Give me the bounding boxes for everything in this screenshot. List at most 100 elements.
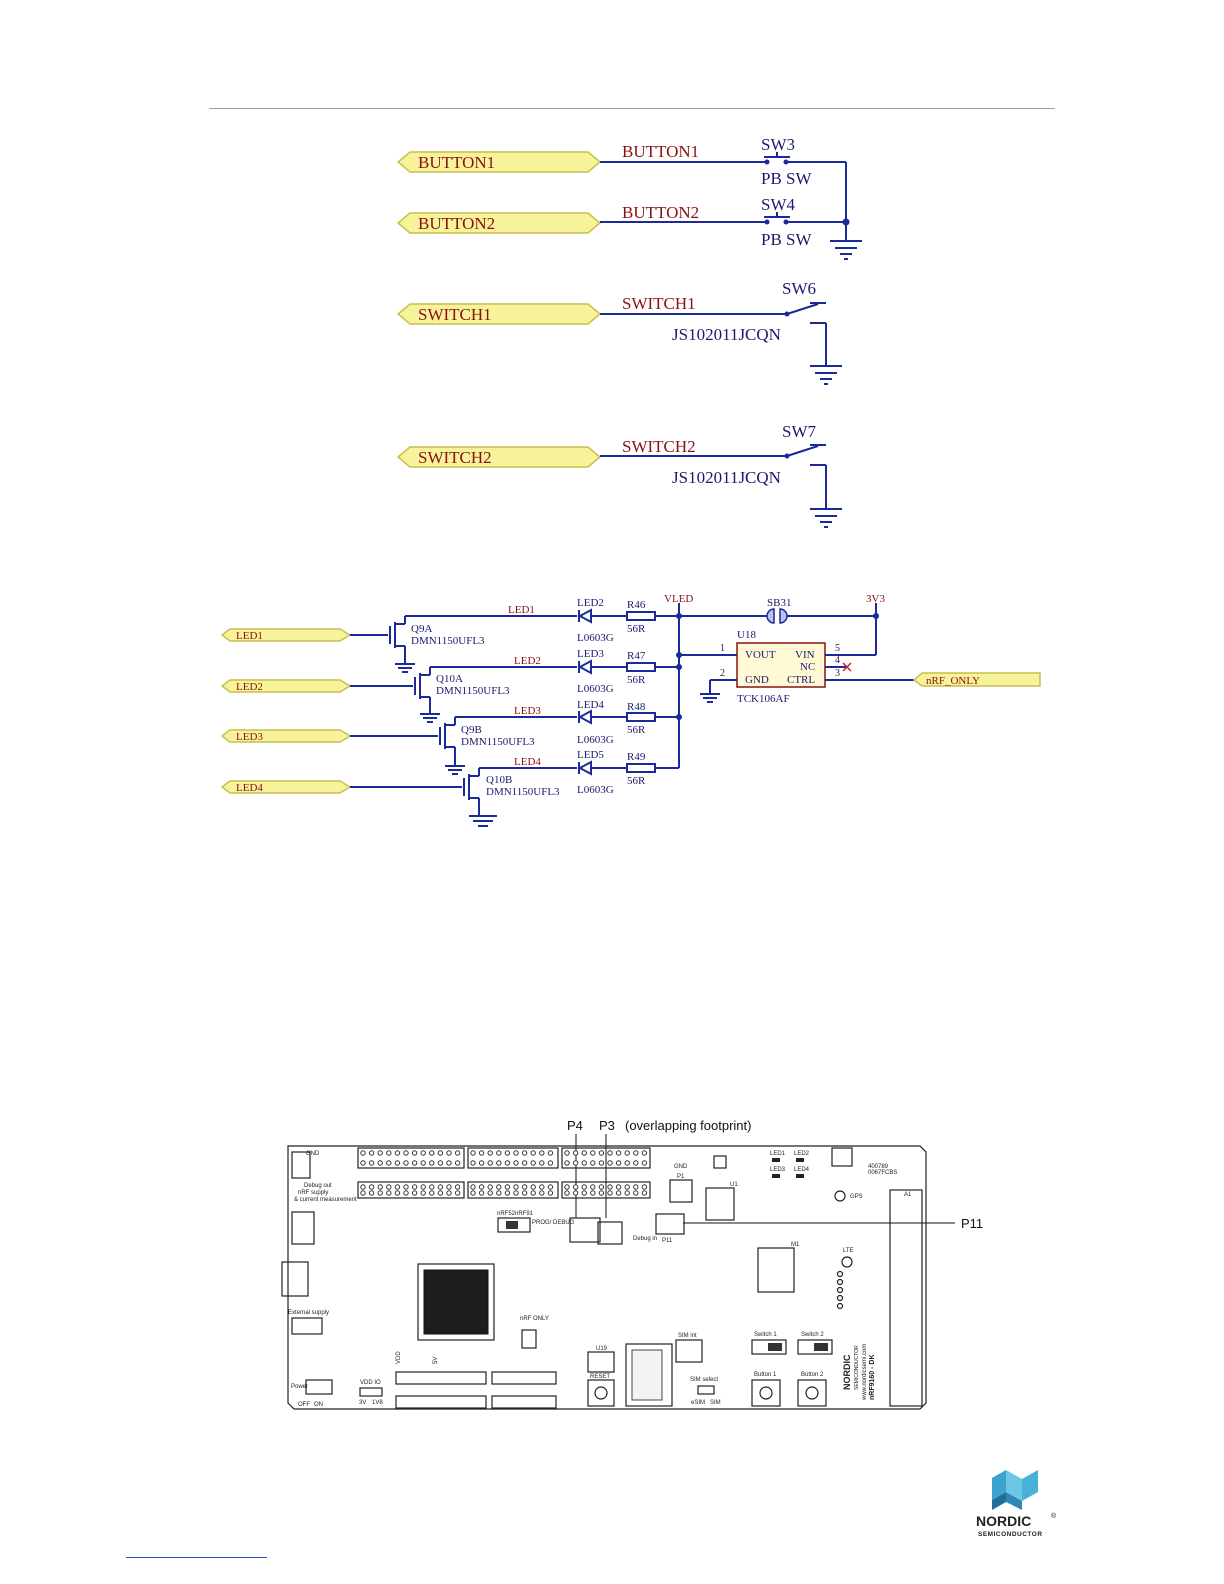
board-switch2-slider[interactable] [797,1339,833,1355]
debug-out-connector [291,1151,311,1179]
header-pin [530,1184,536,1190]
header-pin [572,1190,579,1196]
header-pin [624,1190,630,1196]
board-nrf-supply: nRF supply [298,1190,328,1196]
board-gps: GPS [850,1194,863,1200]
u18-pin-vout: VOUT [745,649,776,661]
led2-diode [577,608,627,624]
header-pin [360,1160,366,1166]
led3-ref: LED3 [577,648,604,660]
board-sim-int: SIM int [678,1333,697,1339]
header-pin [420,1190,426,1196]
board-a1: A1 [904,1192,912,1198]
board-vdd: VDD [396,1351,402,1364]
power-switch[interactable] [305,1379,333,1395]
bottom-header-left-2 [395,1395,487,1409]
header-pin [530,1190,536,1196]
external-supply-connector [291,1317,323,1335]
sim-select-switch[interactable] [697,1385,715,1395]
board-gnd-top: GND [306,1151,320,1157]
r49-ref: R49 [627,751,646,763]
board-5v: 5V [433,1357,439,1364]
chip-footprint [417,1263,495,1341]
header-pin [420,1150,426,1156]
header-pin [470,1184,476,1190]
header-pin [446,1190,452,1196]
q10b-ref: Q10B [486,774,512,786]
header-pin [386,1150,392,1156]
header-pins [360,1150,648,1196]
header-pin [446,1150,452,1156]
usb-connector [281,1261,309,1297]
header-pin [633,1160,639,1166]
callout-p3: P3 [599,1118,615,1133]
board-button1-key[interactable] [751,1379,781,1407]
q9b-mosfet [439,717,456,766]
led-indicator [772,1174,780,1178]
board-switch1-slider[interactable] [751,1339,787,1355]
reset-button[interactable] [587,1379,615,1407]
header-pin [368,1160,375,1166]
led2-ref: LED2 [577,597,604,609]
led2-value: L0603G [577,632,614,644]
sw4-ref: SW4 [761,195,796,214]
header-pin [564,1184,570,1190]
header-pin [504,1184,511,1190]
header-pin [598,1184,605,1190]
led4-diode [577,709,627,725]
port-led2 [220,679,352,693]
header-pin [368,1184,375,1190]
port-led3-label: LED3 [236,731,263,743]
ground-symbol [469,815,497,827]
r48-ref: R48 [627,701,646,713]
board-u19: U19 [596,1346,608,1352]
nrf-only-switch[interactable] [521,1329,537,1349]
port-switch1 [396,303,602,325]
sw7-switch [784,444,827,508]
u18-pin-gnd: GND [745,674,769,686]
board-3v: 3V [359,1400,366,1406]
header-pin [598,1160,605,1166]
header-pin [437,1184,444,1190]
port-button1-label: BUTTON1 [418,153,495,172]
led-indicator [796,1158,804,1162]
test-pad [713,1155,727,1169]
led-indicator [796,1174,804,1178]
header-pin [539,1150,545,1156]
header-pin [504,1150,511,1156]
sw3-value: PB SW [761,169,812,188]
port-button2 [396,212,602,234]
header-pin [581,1184,587,1190]
board-button2-key[interactable] [797,1379,827,1407]
header-pin [521,1160,528,1166]
led3-value: L0603G [577,683,614,695]
q10a-ref: Q10A [436,673,463,685]
board-model: nRF9160 - DK [869,1354,876,1400]
callout-p11: P11 [961,1216,983,1231]
u18-pin2-num: 2 [720,668,725,679]
header-pin [530,1150,536,1156]
q10b-value: DMN1150UFL3 [486,786,560,798]
net-led4-label: LED4 [514,756,541,768]
header-pin [521,1184,528,1190]
bottom-header-right [491,1371,557,1385]
port-switch1-label: SWITCH1 [418,305,492,324]
board-led2: LED2 [794,1151,810,1157]
m1-module [757,1247,795,1293]
header-pin [437,1160,444,1166]
u18-pin3-num: 3 [835,668,840,679]
port-led4-label: LED4 [236,782,263,794]
header-pin [470,1160,476,1166]
header-pin [377,1160,383,1166]
led-indicator [772,1158,780,1162]
u18-pin-ctrl: CTRL [787,674,815,686]
nordic-logo-mark [992,1470,1038,1510]
header-pin [478,1190,485,1196]
header-pin [403,1150,409,1156]
header-pin [590,1150,596,1156]
prog-debug-switch[interactable] [497,1217,531,1233]
lte-connector [841,1256,853,1268]
p1-connector [669,1179,693,1203]
vdd-io-switch[interactable] [359,1387,383,1397]
